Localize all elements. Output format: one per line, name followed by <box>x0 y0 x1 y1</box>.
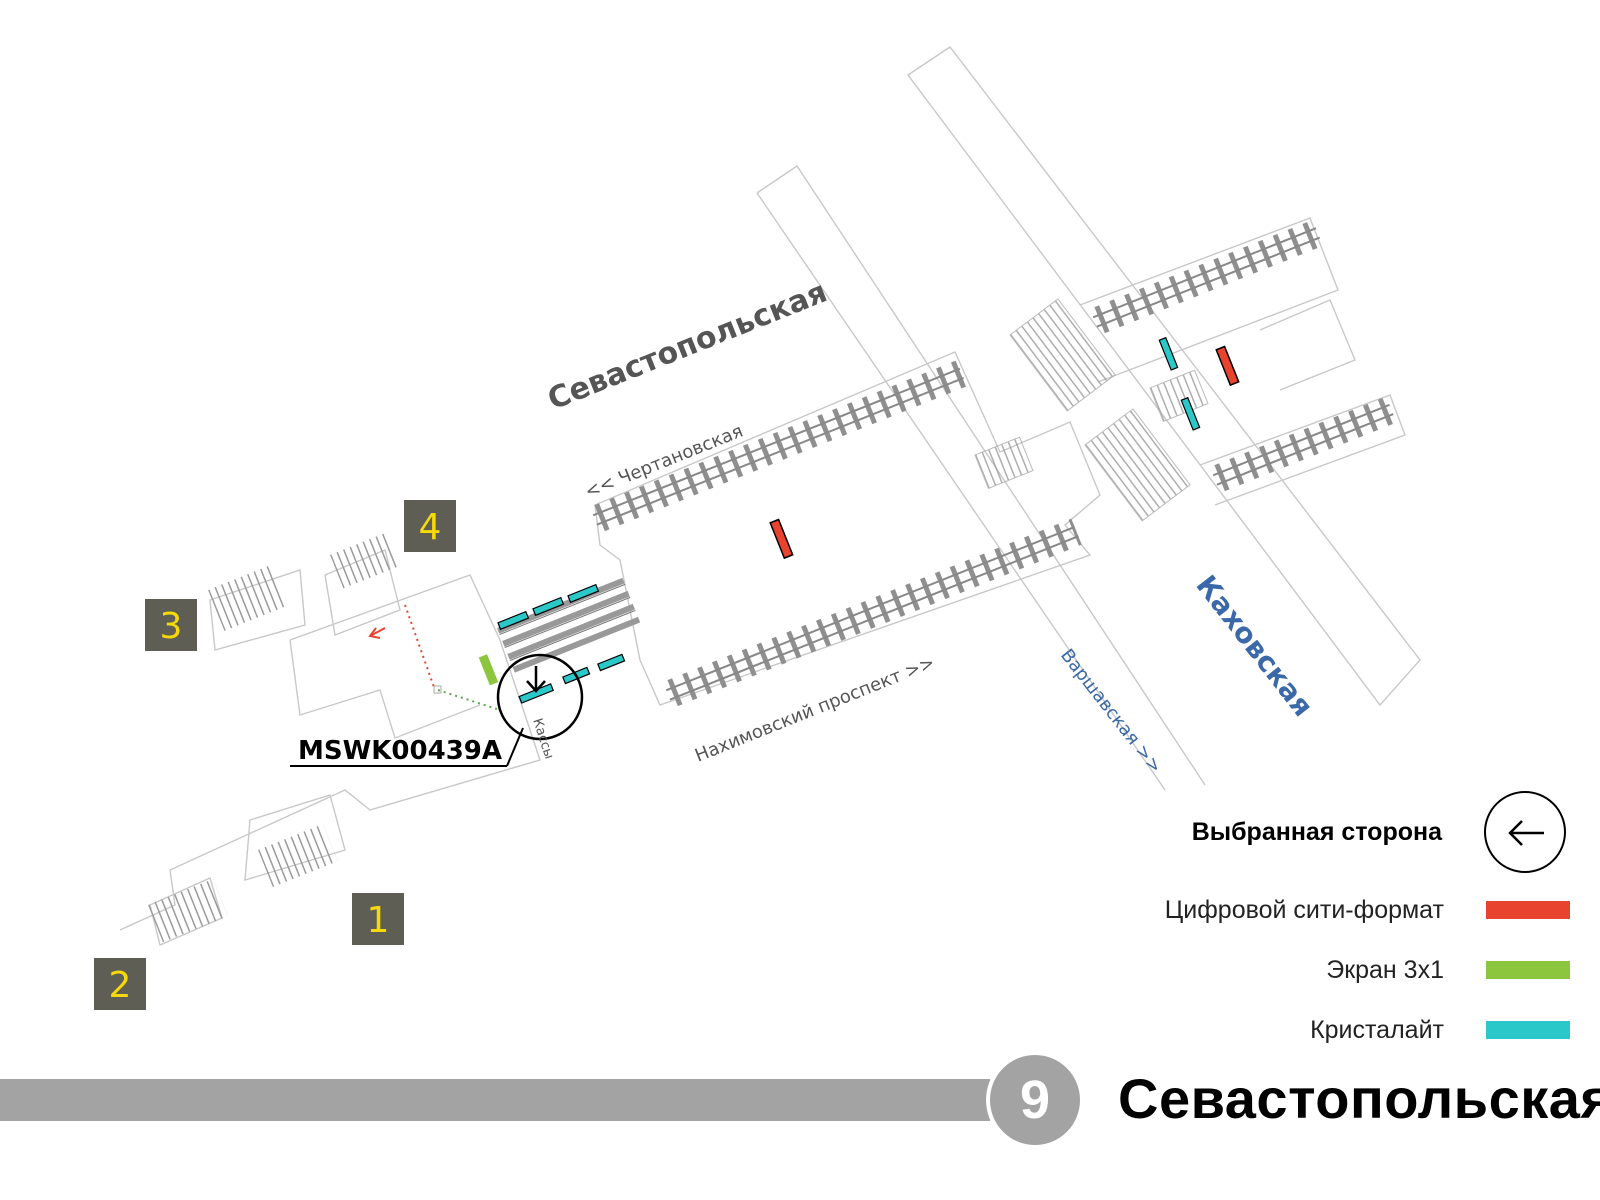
svg-text:1: 1 <box>367 900 390 941</box>
kakhovskaya-label: Каховская <box>1189 569 1319 723</box>
station-map: MSWK00439A Севастопольская << Чертановск… <box>94 46 1421 1010</box>
line-bar <box>0 1079 990 1121</box>
transfer-stairs <box>974 298 1209 522</box>
exit-4: 4 <box>404 500 456 552</box>
legend-swatch-red <box>1486 901 1570 919</box>
legend-item-digital: Цифровой сити-формат <box>1165 890 1570 930</box>
turnstiles-green <box>437 689 501 711</box>
svg-text:4: 4 <box>419 507 442 548</box>
exit-3: 3 <box>145 599 197 651</box>
digital-city-ads <box>769 345 1240 560</box>
svg-text:3: 3 <box>160 606 183 647</box>
station-title: Севастопольская <box>1118 1067 1600 1130</box>
kakhovskaya-corridors <box>756 46 1421 791</box>
legend-item-label: Цифровой сити-формат <box>1164 895 1444 924</box>
turnstiles-red <box>404 604 436 691</box>
exit-stairs <box>148 532 400 943</box>
arrow-left-icon <box>1484 791 1566 873</box>
tracks <box>589 219 1397 708</box>
ad-id-label: MSWK00439A <box>298 736 502 766</box>
legend-selected-side: Выбранная сторона <box>1192 790 1570 874</box>
line-number-badge: 9 <box>986 1051 1084 1149</box>
exit-2: 2 <box>94 958 146 1010</box>
station-map-label: Севастопольская <box>543 275 832 418</box>
legend-swatch-cyan <box>1486 1021 1570 1039</box>
direction-varshavskaya: Варшавская >> <box>1056 645 1166 777</box>
turnstile-node <box>433 685 442 694</box>
legend-item-kristalayt: Кристалайт <box>1310 1010 1570 1050</box>
selected-side-marker <box>496 653 584 741</box>
legend-item-label: Кристалайт <box>1310 1015 1444 1044</box>
exit-1: 1 <box>352 893 404 945</box>
legend-item-ekran: Экран 3х1 <box>1326 950 1570 990</box>
legend-item-label: Экран 3х1 <box>1326 955 1444 984</box>
legend-swatch-green <box>1486 961 1570 979</box>
ekran-ad <box>478 654 499 686</box>
vestibule <box>119 549 541 946</box>
exit-direction-arrow <box>369 627 386 637</box>
svg-text:2: 2 <box>109 965 132 1006</box>
legend-selected-side-label: Выбранная сторона <box>1191 817 1442 846</box>
